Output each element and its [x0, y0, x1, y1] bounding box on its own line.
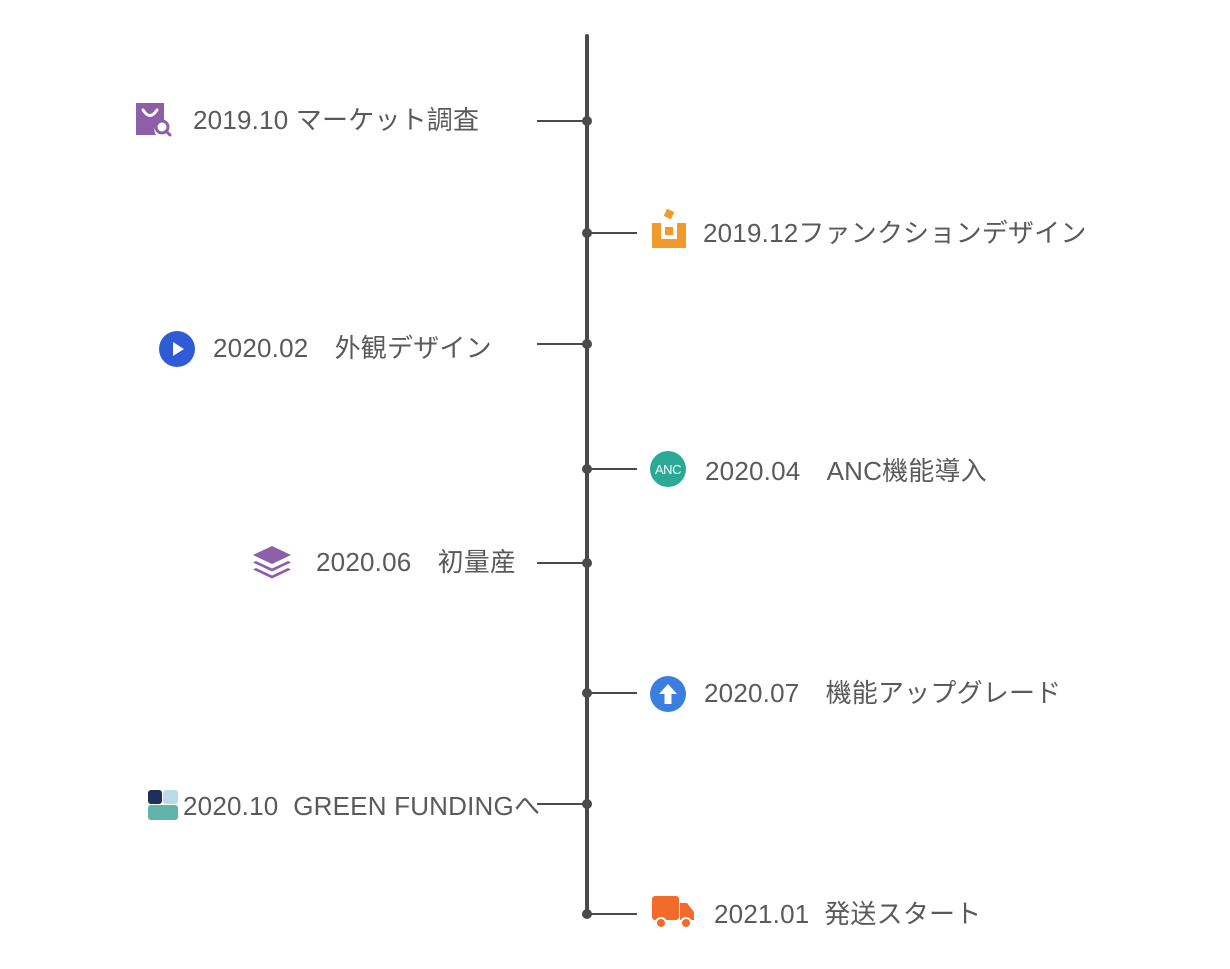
layers-icon: [252, 545, 292, 584]
timeline-connector: [587, 468, 637, 470]
timeline-connector: [537, 562, 587, 564]
play-circle-icon: [159, 331, 195, 372]
event-label: 2019.12ファンクションデザイン: [703, 218, 1087, 248]
timeline-node: [582, 688, 592, 698]
event-label: 2020.04 ANC機能導入: [705, 456, 987, 486]
shopping-bag-search-icon: [134, 101, 172, 142]
timeline-connector: [537, 803, 587, 805]
upload-arrow-icon: [650, 676, 686, 717]
timeline-connector: [587, 692, 637, 694]
box-tray-icon: [651, 208, 687, 254]
event-label: 2020.02 外観デザイン: [213, 333, 492, 363]
green-funding-logo-icon: [148, 790, 178, 825]
timeline-node: [582, 909, 592, 919]
event-label: 2020.06 初量産: [316, 547, 517, 577]
timeline-node: [582, 799, 592, 809]
delivery-truck-icon: [651, 894, 695, 935]
anc-badge-icon: ANC: [650, 451, 686, 487]
event-label: 2021.01 発送スタート: [714, 899, 982, 929]
timeline-connector: [587, 913, 637, 915]
timeline-axis: [585, 34, 589, 916]
anc-badge-text: ANC: [655, 461, 681, 477]
timeline-node: [582, 228, 592, 238]
timeline-connector: [537, 120, 587, 122]
timeline-connector: [537, 343, 587, 345]
timeline-node: [582, 464, 592, 474]
event-label: 2019.10 マーケット調査: [193, 105, 480, 135]
event-label: 2020.10 GREEN FUNDINGへ: [183, 791, 541, 821]
timeline-node: [582, 339, 592, 349]
event-label: 2020.07 機能アップグレード: [704, 678, 1062, 708]
timeline-connector: [587, 232, 637, 234]
timeline-node: [582, 116, 592, 126]
timeline-node: [582, 558, 592, 568]
